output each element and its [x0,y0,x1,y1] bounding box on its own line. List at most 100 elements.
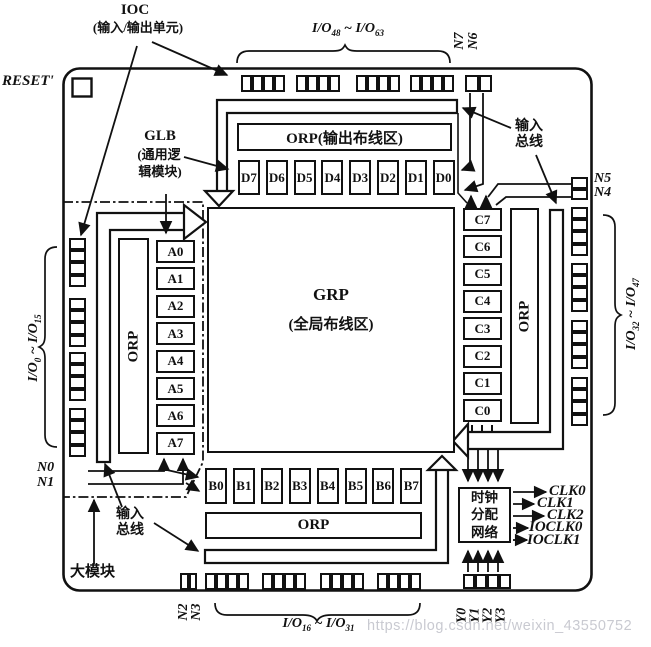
io-cell [320,573,331,590]
io-cell [216,573,227,590]
io-range-right: I/O32 ~ I/O47 [624,278,641,350]
io-cell [571,207,588,220]
grp-title: GRP [313,285,349,304]
glb-block-c3: C3 [463,317,502,341]
io-cell [571,219,588,232]
glb-block-d5: D5 [293,160,316,195]
glb-block-b7: B7 [400,468,423,504]
orp-bottom-box: ORP [205,512,422,539]
chip-outline [62,67,593,592]
io-cell [69,444,86,457]
clock-output-clk2: CLK2 [547,507,584,523]
inputbus-pointer-bottombar [153,522,200,552]
input-n4-label: N4 [594,185,612,200]
io-cell [69,408,86,421]
io-cell [69,388,86,401]
glb-block-a7: A7 [156,431,195,455]
glb-block-a4: A4 [156,349,195,373]
io-cell [205,573,216,590]
input-bus-top-line2: 总线 [515,135,543,150]
io-cell [353,573,364,590]
orp-right-box: ORP [510,208,539,424]
clock-output-ioclk1: IOCLK1 [527,532,581,548]
glb-block-b6: B6 [372,468,395,504]
io-cell [284,573,295,590]
io-cell [69,298,86,311]
glb-block-b3: B3 [288,468,311,504]
io-cell [478,75,492,92]
input-bus-bottom-line1: 输入 [116,507,144,522]
orp-top-label: ORP(输出布线区) [286,130,403,147]
io-cell [69,364,86,377]
io-cell [571,177,588,189]
io-cell [307,75,318,92]
glb-block-a5: A5 [156,377,195,400]
io-cell [475,574,487,589]
glb-block-b1: B1 [232,468,255,504]
glb-block-a0: A0 [156,240,195,263]
io-range-braces [37,43,623,623]
input-n7-label: N7 [452,32,467,50]
io-cell [410,75,421,92]
input-bus-top-line1: 输入 [515,119,543,134]
io-cell [238,573,249,590]
glb-title: GLB [144,128,176,144]
io-cell [296,75,307,92]
io-cell [399,573,410,590]
glb-block-b0: B0 [205,468,227,504]
input-bus-label-bottom: 输入 总线 [112,507,148,539]
glb-block-c0: C0 [463,399,502,423]
megablock-boundary [63,201,204,498]
glb-subtitle-1: (通用逻 [137,147,181,162]
input-n5-label: N5 [594,171,612,186]
glb-block-d2: D2 [377,160,399,195]
clock-network-box: 时钟 分配 网络 [458,487,511,543]
io-cell [274,75,285,92]
io-cell [69,310,86,323]
glb-block-b2: B2 [260,468,283,504]
io-cell [571,389,588,402]
inputbus-pointer-top [461,106,512,129]
clock-output-ioclk0: IOCLK0 [529,519,583,535]
io-cell [69,250,86,263]
io-cell [69,238,86,251]
glb-block-d6: D6 [265,160,288,195]
io-cell [69,376,86,389]
brace-bottom [214,602,421,623]
io-cell [241,75,252,92]
glb-block-d0: D0 [432,160,455,195]
io-cell [421,75,432,92]
brace-top [236,43,451,64]
watermark: https://blog.csdn.net/weixin_43550752 [367,618,633,634]
glb-subtitle-2: 辑模块) [138,164,182,179]
io-cell [356,75,367,92]
input-n1-label: N1 [37,475,55,490]
input-n3-label: N3 [189,603,204,621]
io-cell [571,344,588,357]
routing-wires [78,41,573,572]
megablock-label: 大模块 [70,564,116,580]
grp-subtitle: (全局布线区) [288,317,374,333]
reset-label: RESET' [2,73,54,89]
glb-block-a3: A3 [156,322,195,346]
inputbus-pointer-right [535,154,558,205]
io-range-bottom: I/O16 ~ I/O31 [282,616,355,633]
input-n6-label: N6 [466,32,481,50]
io-cell [389,75,400,92]
input-bus-pipes [95,98,565,565]
io-cell [571,332,588,345]
glb-block-c6: C6 [463,235,502,259]
io-cell [571,413,588,426]
glb-block-d3: D3 [349,160,372,195]
input-bus-bottom-line2: 总线 [116,523,144,538]
clock-output-clk0: CLK0 [549,483,586,499]
grp-box: GRP (全局布线区) [207,207,455,453]
clock-box-line: 分配 [471,507,498,523]
glb-block-b5: B5 [344,468,367,504]
io-cell [262,573,273,590]
io-cell [571,287,588,300]
brace-left [37,246,58,448]
input-n0-label: N0 [37,460,55,475]
orp-top-box: ORP(输出布线区) [237,123,452,151]
